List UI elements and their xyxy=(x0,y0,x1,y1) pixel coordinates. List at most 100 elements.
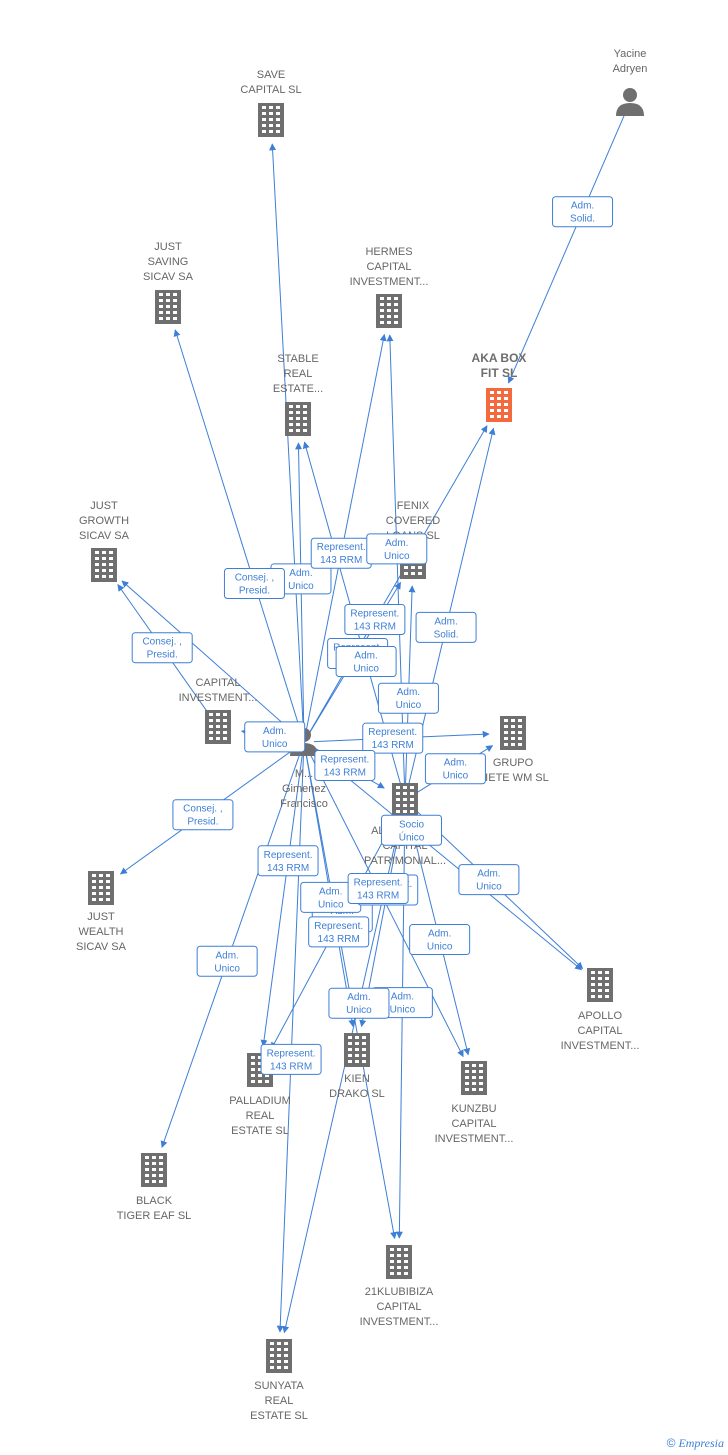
node-kunzbu[interactable]: KUNZBUCAPITALINVESTMENT... xyxy=(435,1061,514,1145)
node-justgrowth[interactable]: JUST GROWTH SICAV SA xyxy=(79,500,130,582)
edge-label-text: Unico xyxy=(353,664,379,675)
node-hermes[interactable]: HERMESCAPITALINVESTMENT... xyxy=(350,246,429,328)
brand-watermark: © Empresia xyxy=(667,1436,724,1451)
node-label: SAVE xyxy=(257,69,286,81)
edge-label: Adm.Unico xyxy=(328,987,390,1019)
building-icon[interactable] xyxy=(486,388,512,422)
node-palladium[interactable]: PALLADIUM REAL ESTATE SL xyxy=(229,1053,291,1137)
node-label: CAPITAL xyxy=(451,1118,496,1130)
edge-label: Adm.Unico xyxy=(335,646,397,678)
building-icon[interactable] xyxy=(500,716,526,750)
node-label: M... xyxy=(295,768,313,780)
node-label: SICAV SA xyxy=(79,530,130,542)
edge-label: Adm. Unico xyxy=(377,682,439,714)
building-icon[interactable] xyxy=(88,871,114,905)
node-label: DRAKO SL xyxy=(329,1088,385,1100)
edge-label-text: 143 RRM xyxy=(354,622,396,633)
node-capinv[interactable]: CAPITALINVESTMENT... xyxy=(179,677,258,744)
edge-label: Represent.143 RRM xyxy=(310,537,372,569)
node-label: Yacine xyxy=(614,48,647,60)
edge-label-text: Adm. xyxy=(215,950,238,961)
edge-label-text: Adm. xyxy=(444,758,467,769)
edge-label-text: Adm. xyxy=(289,568,312,579)
building-icon[interactable] xyxy=(205,710,231,744)
node-label: ESTATE SL xyxy=(250,1410,308,1422)
node-label: ESTATE... xyxy=(273,383,323,395)
building-icon[interactable] xyxy=(344,1033,370,1067)
node-label: AKA BOX xyxy=(472,351,527,365)
building-icon[interactable] xyxy=(285,402,311,436)
edge-label-text: Unico xyxy=(476,882,502,893)
node-label: JUST xyxy=(154,241,182,253)
edge-label: Adm.Unico xyxy=(409,924,471,956)
building-icon[interactable] xyxy=(376,294,402,328)
edge-label-text: Adm. xyxy=(385,538,408,549)
node-label: Adryen xyxy=(613,63,648,75)
building-icon[interactable] xyxy=(141,1153,167,1187)
edge-label-text: Represent. xyxy=(264,850,313,861)
node-label: KUNZBU xyxy=(451,1103,496,1115)
node-label: JUST xyxy=(90,500,118,512)
copyright-symbol: © xyxy=(666,1436,676,1450)
edge-yacine-akabox xyxy=(507,110,627,384)
edge-label-text: Adm. xyxy=(477,869,500,880)
node-label: GROWTH xyxy=(79,515,129,527)
edge-label-text: Solid. xyxy=(434,629,459,640)
building-icon[interactable] xyxy=(386,1245,412,1279)
building-icon[interactable] xyxy=(91,548,117,582)
edge-label-text: Adm. xyxy=(397,687,420,698)
edge-label: Consej. ,Presid. xyxy=(131,632,193,664)
edge-label: Represent.143 RRM xyxy=(362,722,424,754)
edge-label-text: Consej. , xyxy=(183,804,222,815)
edge-label: Consej. ,Presid. xyxy=(172,799,234,831)
edge-label: Represent.143 RRM xyxy=(257,845,319,877)
node-label: REAL xyxy=(246,1110,275,1122)
edge-label: Consej. ,Presid. xyxy=(223,568,285,600)
building-icon[interactable] xyxy=(155,290,181,324)
edge-label-text: Unico xyxy=(396,700,422,711)
node-label: ESTATE SL xyxy=(231,1125,289,1137)
node-label: PALLADIUM xyxy=(229,1095,291,1107)
edge-label: Represent.143 RRM xyxy=(260,1043,322,1075)
node-label: SICAV SA xyxy=(143,271,194,283)
building-icon[interactable] xyxy=(587,968,613,1002)
node-apollo[interactable]: APOLLOCAPITALINVESTMENT... xyxy=(561,968,640,1052)
node-label: INVESTMENT... xyxy=(360,1316,439,1328)
edge-label-text: Represent. xyxy=(354,877,403,888)
building-icon[interactable] xyxy=(461,1061,487,1095)
edge-person-save xyxy=(269,143,304,733)
node-klub[interactable]: 21KLUBIBIZACAPITALINVESTMENT... xyxy=(360,1245,439,1328)
building-icon[interactable] xyxy=(392,783,418,817)
edge-label-text: 143 RRM xyxy=(357,890,399,901)
edge-person-palladium xyxy=(260,751,304,1047)
person-icon[interactable] xyxy=(616,88,644,116)
building-icon[interactable] xyxy=(266,1339,292,1373)
edge-label-text: 143 RRM xyxy=(320,555,362,566)
edge-label-text: Adm. xyxy=(428,929,451,940)
edge-person-justgrowth xyxy=(121,580,297,736)
node-label: JUST xyxy=(87,911,115,923)
node-label: 21KLUBIBIZA xyxy=(365,1286,434,1298)
building-icon[interactable] xyxy=(258,103,284,137)
edge-label-text: Consej. , xyxy=(235,573,274,584)
edge-label-text: 143 RRM xyxy=(318,934,360,945)
edge-person-apollo xyxy=(311,747,582,971)
edge-label-text: 143 RRM xyxy=(372,740,414,751)
node-label: FIT SL xyxy=(481,366,518,380)
edge-label-text: Represent. xyxy=(314,921,363,932)
node-stable[interactable]: STABLEREALESTATE... xyxy=(273,353,323,436)
edge-label: Represent.143 RRM xyxy=(344,604,406,636)
edge-label-text: Adm. xyxy=(391,992,414,1003)
edge-label-text: 143 RRM xyxy=(270,1061,312,1072)
